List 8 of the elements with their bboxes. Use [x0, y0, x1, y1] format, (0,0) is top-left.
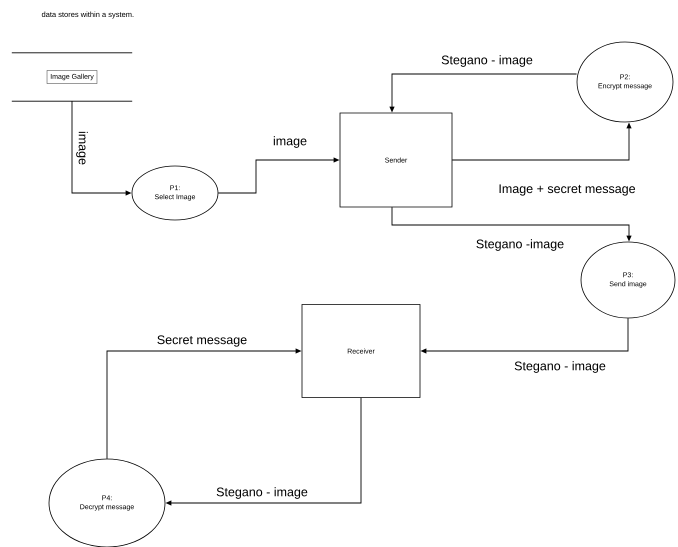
edge-label: image — [75, 130, 89, 166]
edge-label: Stegano - image — [513, 360, 607, 374]
edge-label: Secret message — [156, 334, 248, 348]
edge-label: Stegano - image — [440, 54, 534, 68]
edge-label: Stegano -image — [474, 238, 566, 252]
edge-label: Image + secret message — [497, 183, 637, 197]
edge-label: Stegano - image — [215, 486, 309, 500]
edge-label: image — [272, 135, 308, 149]
